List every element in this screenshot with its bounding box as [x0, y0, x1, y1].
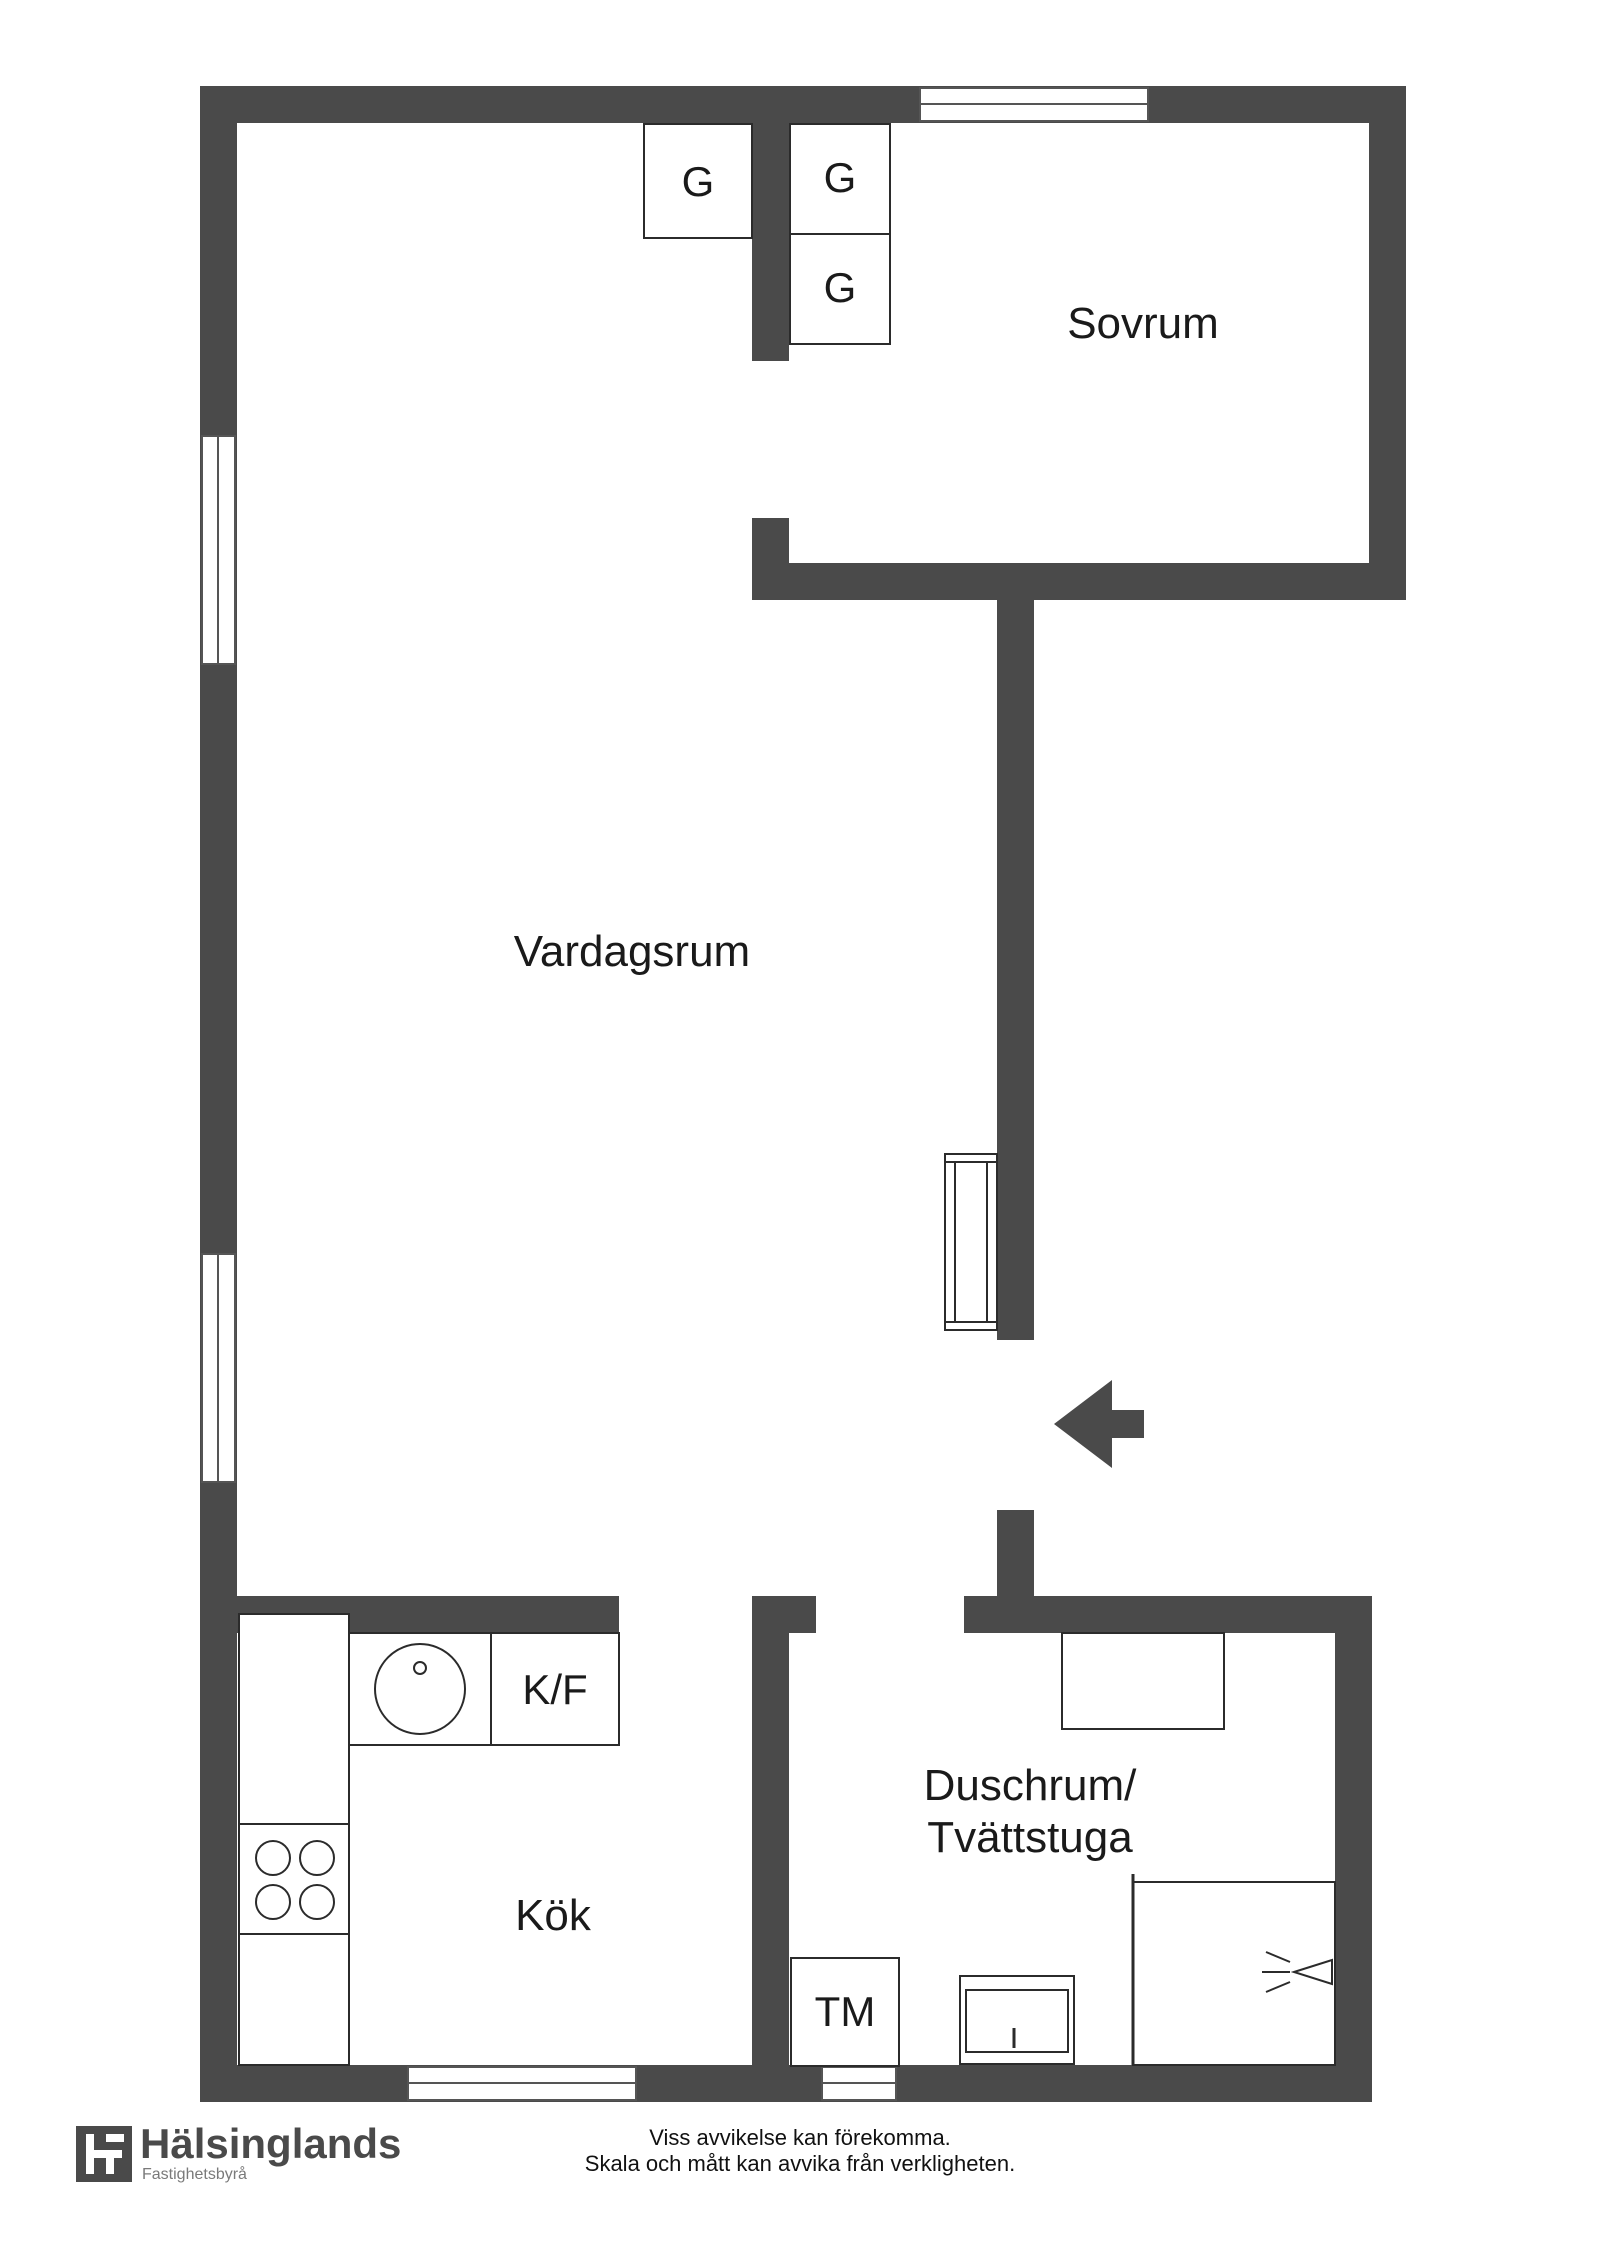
brand-subtitle: Fastighetsbyrå: [142, 2166, 247, 2183]
sink-icon: [374, 1643, 466, 1735]
room-label-duschrum-line1: Duschrum/: [924, 1761, 1137, 1810]
stove-burner-1: [255, 1840, 291, 1876]
bathroom-cabinet: [1061, 1632, 1225, 1730]
kitchen-fixtures: K/F: [238, 1613, 620, 2066]
walls: [200, 86, 1406, 2102]
wall-bedroom-left-upper: [752, 86, 789, 361]
windows: [201, 87, 1149, 2101]
disclaimer-line-1: Viss avvikelse kan förekomma.: [649, 2125, 951, 2150]
radiator: [944, 1153, 998, 1331]
wall-bathroom-left: [752, 1596, 789, 2102]
wardrobe-2-label: G: [824, 154, 857, 201]
wardrobe-1-label: G: [682, 158, 715, 205]
wardrobe-3-label: G: [824, 264, 857, 311]
dryer-label: TM: [815, 1988, 876, 2035]
wall-bedroom-left-lower: [752, 518, 789, 600]
stove-burner-2: [299, 1840, 335, 1876]
shower-head-icon: [1290, 1958, 1333, 1986]
wardrobe-2: [789, 123, 891, 235]
entrance-arrow-icon: [1054, 1380, 1144, 1468]
wardrobe-3: [789, 233, 891, 345]
brand-name: Hälsinglands: [140, 2120, 402, 2167]
disclaimer-line-2: Skala och mått kan avvika från verklighe…: [584, 2151, 1016, 2176]
room-label-duschrum-line2: Tvättstuga: [927, 1813, 1133, 1862]
stove: [238, 1823, 350, 1935]
dryer: [790, 1957, 900, 2067]
stove-burner-4: [299, 1884, 335, 1920]
fridge-freezer: [490, 1632, 620, 1746]
wall-bathroom-top: [964, 1596, 1372, 1633]
wardrobe-1: [643, 123, 753, 239]
wardrobes: G G G: [643, 123, 891, 345]
halsinglands-logo-icon: [76, 2126, 132, 2182]
wall-bedroom-right: [1369, 86, 1406, 600]
fridge-freezer-label: K/F: [522, 1666, 587, 1713]
wall-left: [200, 86, 237, 2102]
room-label-sovrum: Sovrum: [1067, 299, 1219, 348]
wall-bedroom-bottom: [752, 563, 1406, 600]
stove-burner-3: [255, 1884, 291, 1920]
wall-top: [200, 86, 1406, 123]
wall-bathroom-left-top: [752, 1596, 816, 1633]
room-label-kok: Kök: [515, 1891, 592, 1940]
bathroom-fixtures: TM: [790, 1632, 1336, 2067]
wall-interior-vertical: [997, 600, 1034, 1340]
wall-bathroom-right: [1335, 1596, 1372, 2102]
disclaimer: Viss avvikelse kan förekomma. Skala och …: [450, 2125, 1150, 2177]
room-label-vardagsrum: Vardagsrum: [514, 927, 750, 976]
